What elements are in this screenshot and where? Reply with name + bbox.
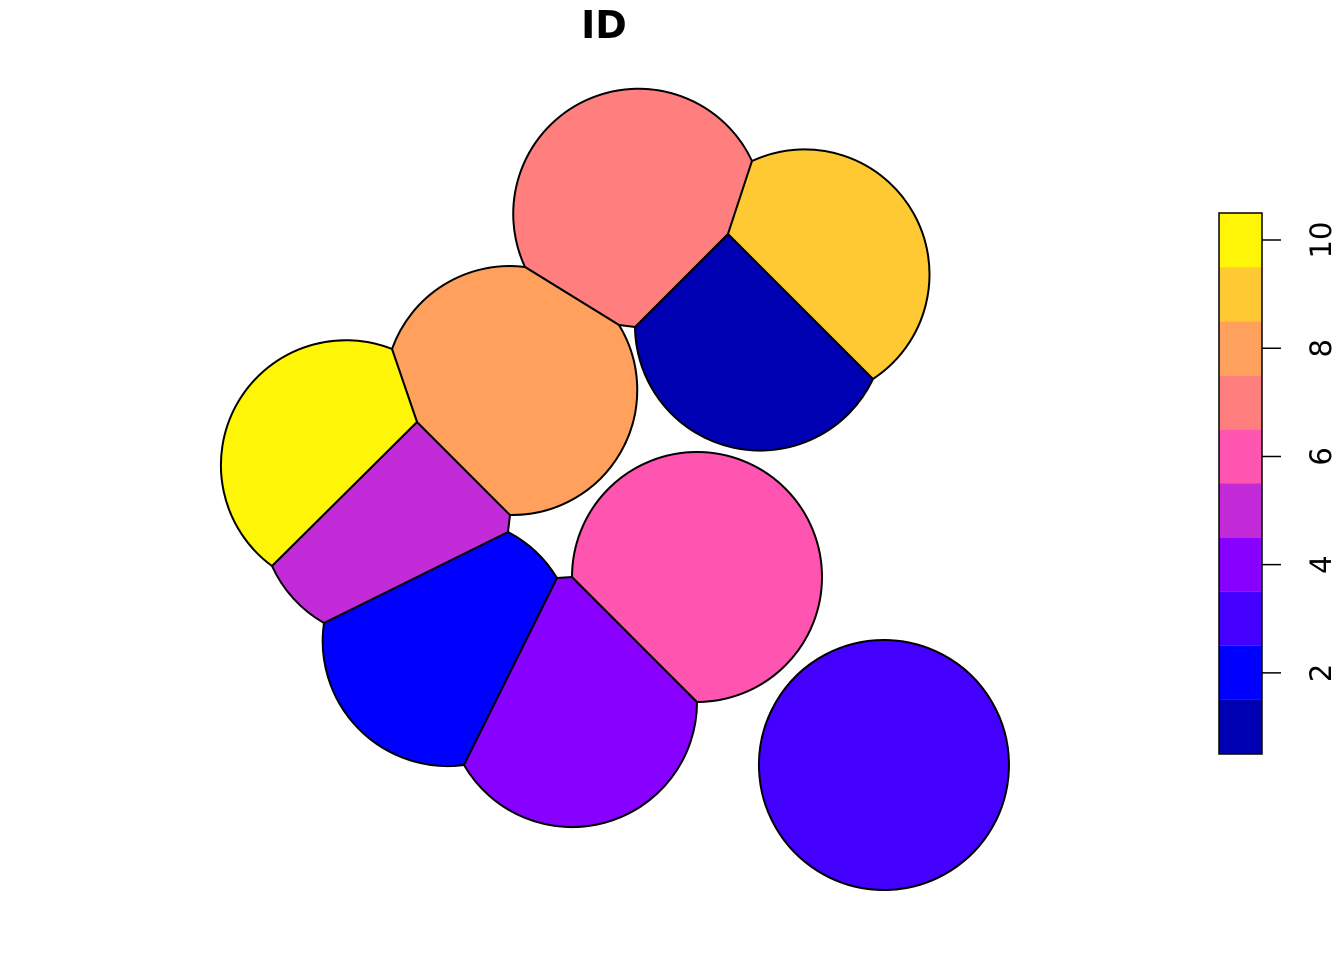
legend-swatch-7 xyxy=(1219,375,1262,430)
color-legend: 2 4 6 8 10 xyxy=(1218,212,1338,755)
legend-swatch-5 xyxy=(1219,483,1262,538)
region-7 xyxy=(512,87,753,328)
legend-swatch-3 xyxy=(1219,591,1262,646)
legend-swatch-6 xyxy=(1219,429,1262,484)
chart-title: ID xyxy=(581,3,627,47)
map-layer xyxy=(219,87,1010,891)
region-2 xyxy=(321,531,558,768)
legend-swatch-10 xyxy=(1219,213,1262,268)
region-3 xyxy=(757,639,1010,891)
region-9 xyxy=(727,148,931,380)
legend-swatch-2 xyxy=(1219,645,1262,700)
legend-tick-label-4: 4 xyxy=(1304,555,1338,573)
region-8 xyxy=(391,265,639,517)
legend-swatch-4 xyxy=(1219,537,1262,592)
region-6 xyxy=(571,451,823,703)
legend-swatch-1 xyxy=(1219,699,1262,754)
region-1 xyxy=(634,233,874,452)
region-4 xyxy=(463,576,698,829)
legend-tick-label-6: 6 xyxy=(1304,447,1338,465)
legend-frame xyxy=(1218,212,1263,755)
region-10 xyxy=(219,339,418,567)
legend-swatch-8 xyxy=(1219,321,1262,376)
region-5 xyxy=(271,421,511,624)
legend-tick-label-10: 10 xyxy=(1304,222,1338,259)
legend-swatch-9 xyxy=(1219,267,1262,322)
legend-tick-label-2: 2 xyxy=(1304,664,1338,682)
legend-tick-label-8: 8 xyxy=(1304,339,1338,357)
